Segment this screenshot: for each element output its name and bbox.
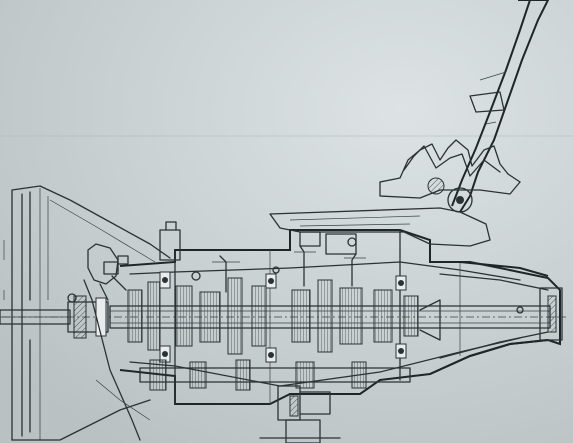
shift-lever (451, 0, 550, 213)
extension-housing (419, 261, 563, 375)
input-shaft (0, 295, 109, 339)
release-fork (83, 243, 151, 441)
countershaft (139, 359, 411, 391)
bearings (159, 271, 407, 363)
main-shaft-gears (127, 277, 419, 355)
reverse-idler (259, 385, 341, 443)
fittings (67, 237, 524, 314)
bell-housing (3, 185, 171, 441)
shift-forks (212, 245, 366, 293)
shift-boot (379, 139, 521, 213)
